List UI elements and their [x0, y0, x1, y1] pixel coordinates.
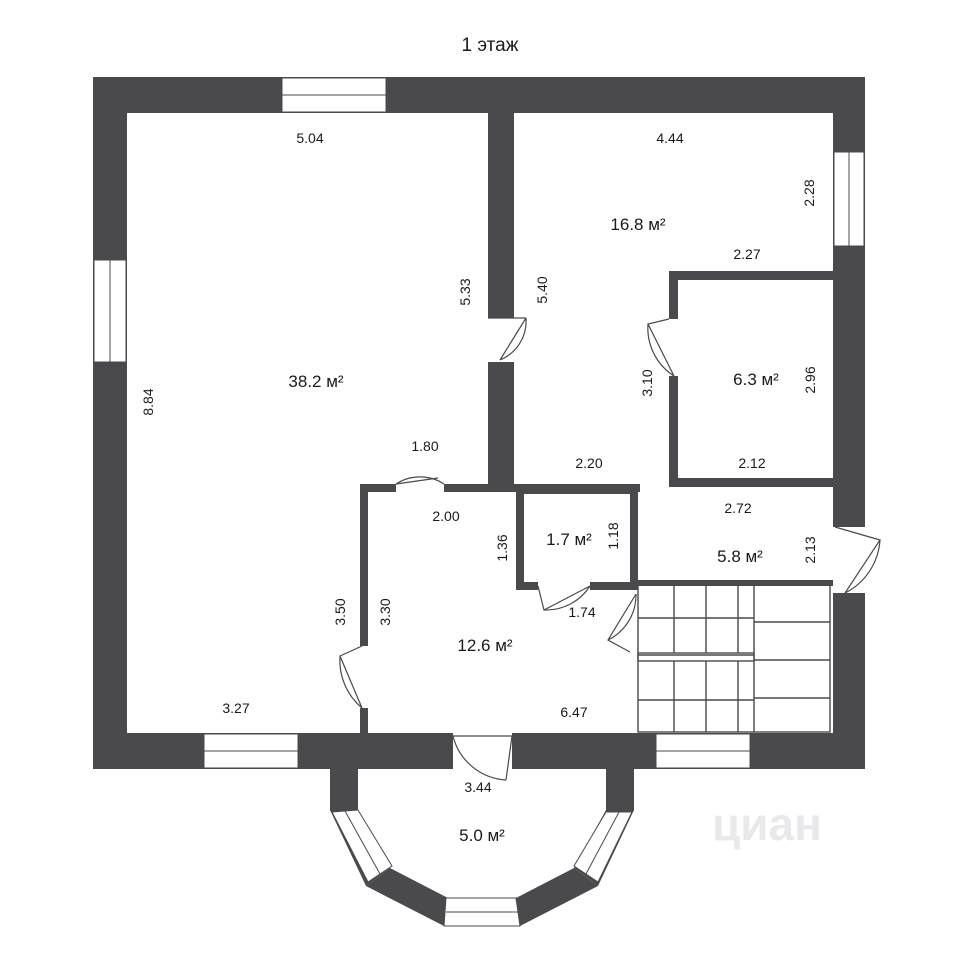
room-bedroom: 16.8 м² 4.44 2.28 5.40 2.27 2.20 — [534, 130, 817, 471]
window-left-living — [93, 259, 127, 363]
dim-bathroom-left: 1.36 — [494, 534, 510, 561]
wall-hall-left-upper — [360, 484, 368, 646]
porch-wall-bottom-left — [366, 868, 448, 926]
area-small-room: 6.3 м² — [733, 370, 779, 389]
dim-bedroom-left: 5.40 — [534, 276, 550, 303]
door-living-hall — [395, 476, 445, 485]
area-living: 38.2 м² — [288, 372, 343, 391]
wall-right-lower — [833, 593, 865, 769]
dim-living-left: 8.84 — [140, 388, 156, 415]
wall-small-left-lower — [669, 376, 678, 486]
doors — [339, 317, 881, 781]
window-top-living — [281, 77, 387, 113]
window-bottom-stairs — [655, 733, 751, 769]
area-porch: 5.0 м² — [459, 826, 505, 845]
wall-bath-bottom — [516, 582, 538, 590]
dim-entry-right: 2.13 — [802, 536, 818, 563]
dim-small-right: 2.96 — [802, 366, 818, 393]
dim-living-right: 5.33 — [457, 278, 473, 305]
dim-bedroom-mid: 2.27 — [733, 246, 760, 262]
floor-title: 1 этаж — [462, 35, 519, 56]
dim-living-top: 5.04 — [296, 130, 323, 146]
dim-living-step: 3.50 — [332, 598, 348, 625]
wall-living-bedroom-lower — [488, 362, 514, 490]
porch-window-left — [331, 809, 393, 883]
dim-bedroom-bottom: 2.20 — [575, 455, 602, 471]
room-bathroom: 1.7 м² 1.36 1.18 1.74 — [494, 522, 621, 620]
outer-walls — [93, 77, 865, 769]
area-hall: 12.6 м² — [457, 636, 512, 655]
dim-living-door: 1.80 — [411, 438, 438, 454]
door-hall-stairs — [607, 593, 637, 653]
inner-walls — [360, 113, 835, 736]
area-bedroom: 16.8 м² — [610, 215, 665, 234]
wall-bed-small-horizontal — [669, 271, 835, 280]
room-entry: 5.8 м² 2.72 2.13 — [717, 500, 818, 566]
window-right-bedroom — [833, 151, 865, 247]
wall-bath-left — [516, 486, 524, 588]
watermark-text: циан — [712, 798, 822, 850]
dim-bathroom-right: 1.18 — [605, 522, 621, 549]
door-living-bedroom — [488, 317, 527, 361]
porch-door-bottom — [443, 897, 521, 927]
wall-bath-top — [516, 486, 636, 494]
porch-window-right — [573, 811, 633, 883]
windows — [93, 77, 865, 769]
dim-entry-top: 2.72 — [724, 500, 751, 516]
dim-bedroom-top: 4.44 — [656, 130, 683, 146]
wall-hall-top-left — [360, 484, 396, 492]
wall-entry-bottom — [636, 580, 833, 586]
dim-bedroom-right: 2.28 — [801, 179, 817, 206]
wall-hall-left-lower — [360, 708, 368, 736]
area-entry: 5.8 м² — [717, 547, 763, 566]
porch-wall-right — [606, 769, 634, 811]
dim-hall-top: 2.00 — [432, 508, 459, 524]
wall-small-bottom — [669, 478, 835, 487]
dim-living-bottom: 3.27 — [222, 700, 249, 716]
porch-bay — [330, 769, 634, 927]
dim-small-bottom: 2.12 — [738, 455, 765, 471]
door-hall-living — [339, 645, 363, 709]
room-living: 38.2 м² 5.04 8.84 5.33 3.27 1.80 3.50 — [140, 130, 473, 716]
door-entry-outside — [834, 526, 881, 594]
door-bathroom — [537, 585, 591, 611]
dim-porch-top: 3.44 — [464, 779, 491, 795]
porch-wall-left — [330, 769, 358, 811]
wall-bath-bottom-right — [590, 582, 636, 590]
wall-small-left-upper — [669, 271, 678, 319]
door-bedroom-small — [647, 318, 675, 377]
dim-bathroom-bottom: 1.74 — [568, 604, 595, 620]
dim-hall-bottom: 6.47 — [560, 704, 587, 720]
wall-left — [93, 77, 127, 769]
dim-small-left: 3.10 — [639, 369, 655, 396]
window-bottom-living — [203, 733, 299, 769]
wall-bottom-mid — [512, 733, 642, 769]
room-small: 6.3 м² 3.10 2.96 2.12 — [639, 366, 818, 471]
room-hall: 12.6 м² 2.00 3.30 6.47 — [377, 508, 588, 720]
wall-living-bedroom-upper — [488, 113, 514, 318]
room-porch: 5.0 м² 3.44 — [459, 779, 505, 845]
dim-hall-left: 3.30 — [377, 598, 393, 625]
wall-right-upper — [833, 77, 865, 527]
door-hall-porch — [452, 735, 513, 781]
staircase — [637, 583, 831, 733]
wall-bath-right — [630, 486, 638, 590]
porch-wall-bottom-right — [516, 868, 598, 926]
wall-top — [93, 77, 865, 113]
area-bathroom: 1.7 м² — [546, 530, 592, 549]
